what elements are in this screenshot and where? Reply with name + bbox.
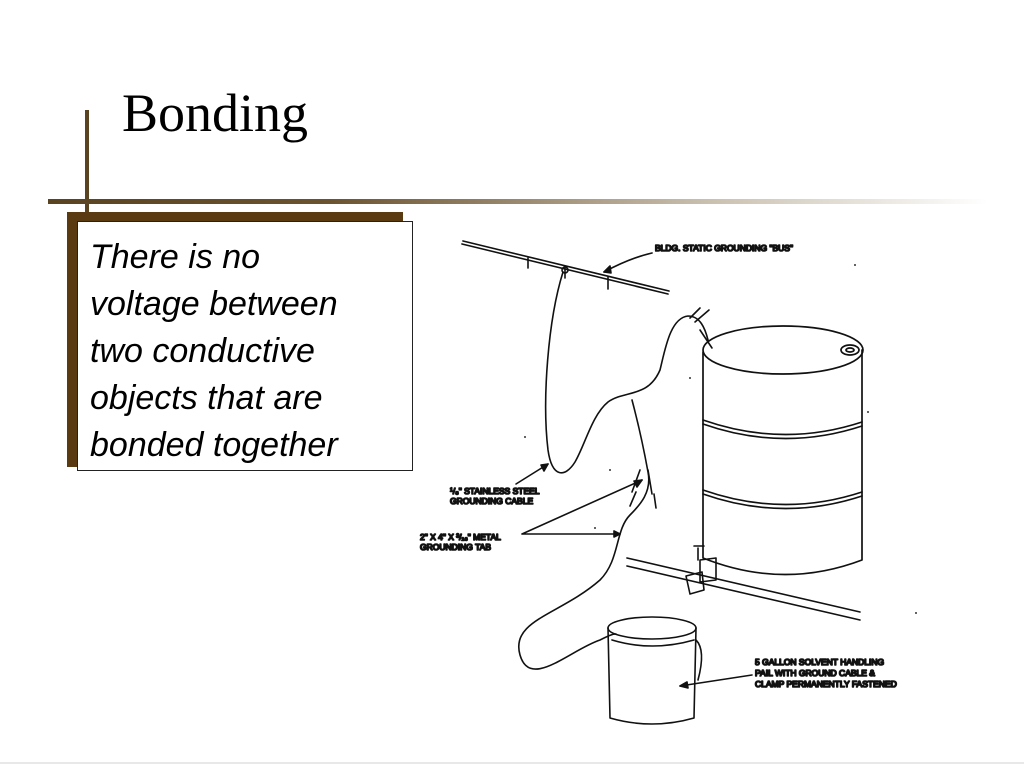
solvent-pail — [607, 616, 703, 725]
drum-spigot — [685, 545, 717, 595]
pail-label-arrow — [679, 674, 753, 687]
footer-divider — [0, 762, 1024, 764]
cable-label-line2: GROUNDING CABLE — [450, 496, 533, 506]
drum-grounding-cable — [544, 271, 709, 474]
scan-specks — [524, 264, 917, 614]
title-underline-rule — [48, 199, 988, 204]
steel-drum — [702, 325, 864, 576]
tab-clamp — [629, 469, 657, 509]
bonding-diagram: BLDG. STATIC GROUNDING "BUS" ¹/₈" STAINL… — [419, 240, 917, 725]
definition-text-box: There is no voltage between two conducti… — [77, 221, 413, 471]
bus-label: BLDG. STATIC GROUNDING "BUS" — [655, 243, 793, 253]
tab-label-arrow — [521, 479, 643, 535]
accent-vertical-bar — [85, 110, 89, 216]
pail-label-line1: 5 GALLON SOLVENT HANDLING — [755, 657, 884, 667]
definition-text: There is no voltage between two conducti… — [90, 238, 338, 464]
grounding-bus-bar — [461, 240, 670, 295]
tab-label-line2: GROUNDING TAB — [420, 542, 491, 552]
tab-label-line1: 2" X 4" X ³/₁₆" METAL — [420, 532, 501, 542]
pail-label-line3: CLAMP PERMANENTLY FASTENED — [755, 679, 897, 689]
pail-label-line2: PAIL WITH GROUND CABLE & — [755, 668, 875, 678]
cable-label-line1: ¹/₈" STAINLESS STEEL — [450, 486, 540, 496]
drum-clamp — [689, 307, 713, 349]
slide-title: Bonding — [122, 83, 309, 143]
floor-rail — [626, 557, 861, 621]
